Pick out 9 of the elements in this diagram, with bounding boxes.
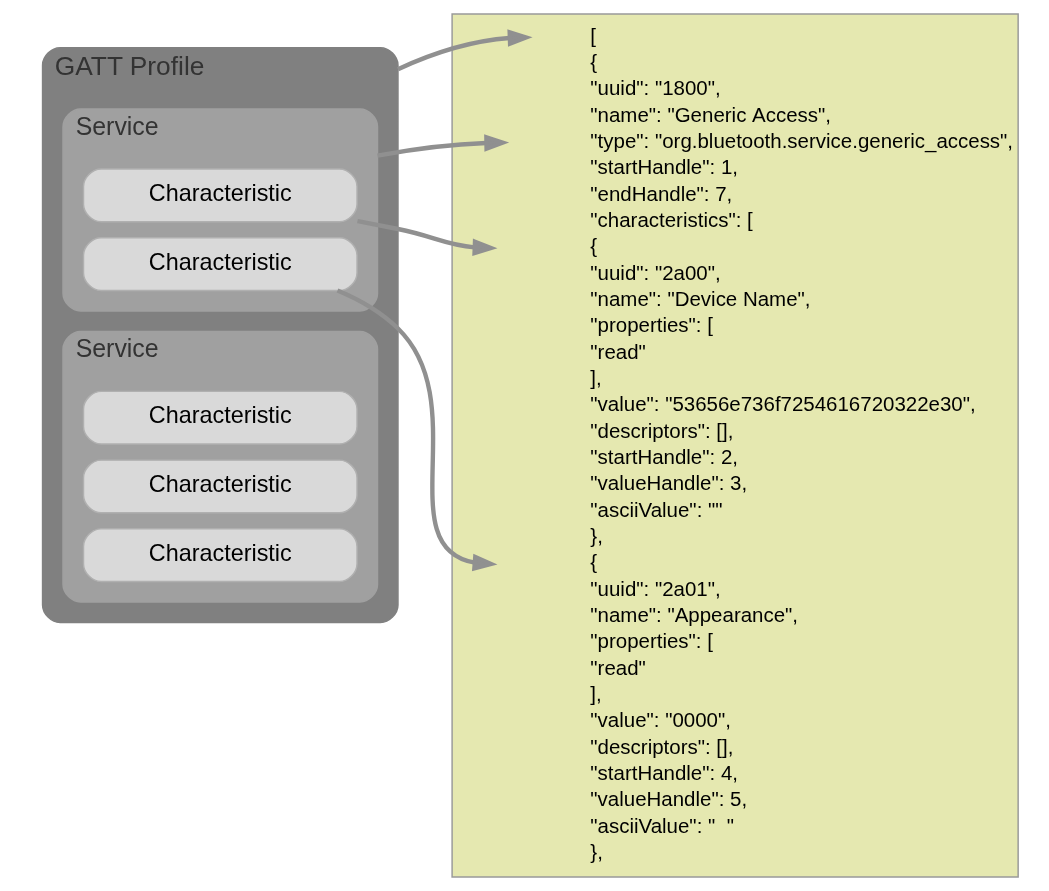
arrow [336, 288, 498, 572]
node-box: Characteristic [82, 168, 358, 223]
node-box: Characteristic [82, 528, 358, 583]
node-box: Characteristic [82, 459, 358, 514]
node-box: Characteristic [82, 390, 358, 445]
arrow [397, 29, 533, 72]
arrow [377, 134, 510, 158]
node-box: Characteristic [82, 237, 358, 292]
node-box: [ { "uuid": "1800", "name": "Generic Access", "type": "org.bluetooth.service.generic_access", "startHandle": 1, "endHandle": 7, "characteristics": [ { "uuid": "2a00", "name": "Device Name", "properties": [ "read" ], "value": "53656e736f7254616720322e30", "descriptors": [], "startHandle": 2, "valueHandle": 3, "asciiValue": "" }, { "uuid": "2a01", "name": "Appearance", "properties": [ "read" ], "value": "0000", "descriptors": [], "startHandle": 4, "valueHandle": 5, "asciiValue": " " }, [451, 13, 1019, 878]
